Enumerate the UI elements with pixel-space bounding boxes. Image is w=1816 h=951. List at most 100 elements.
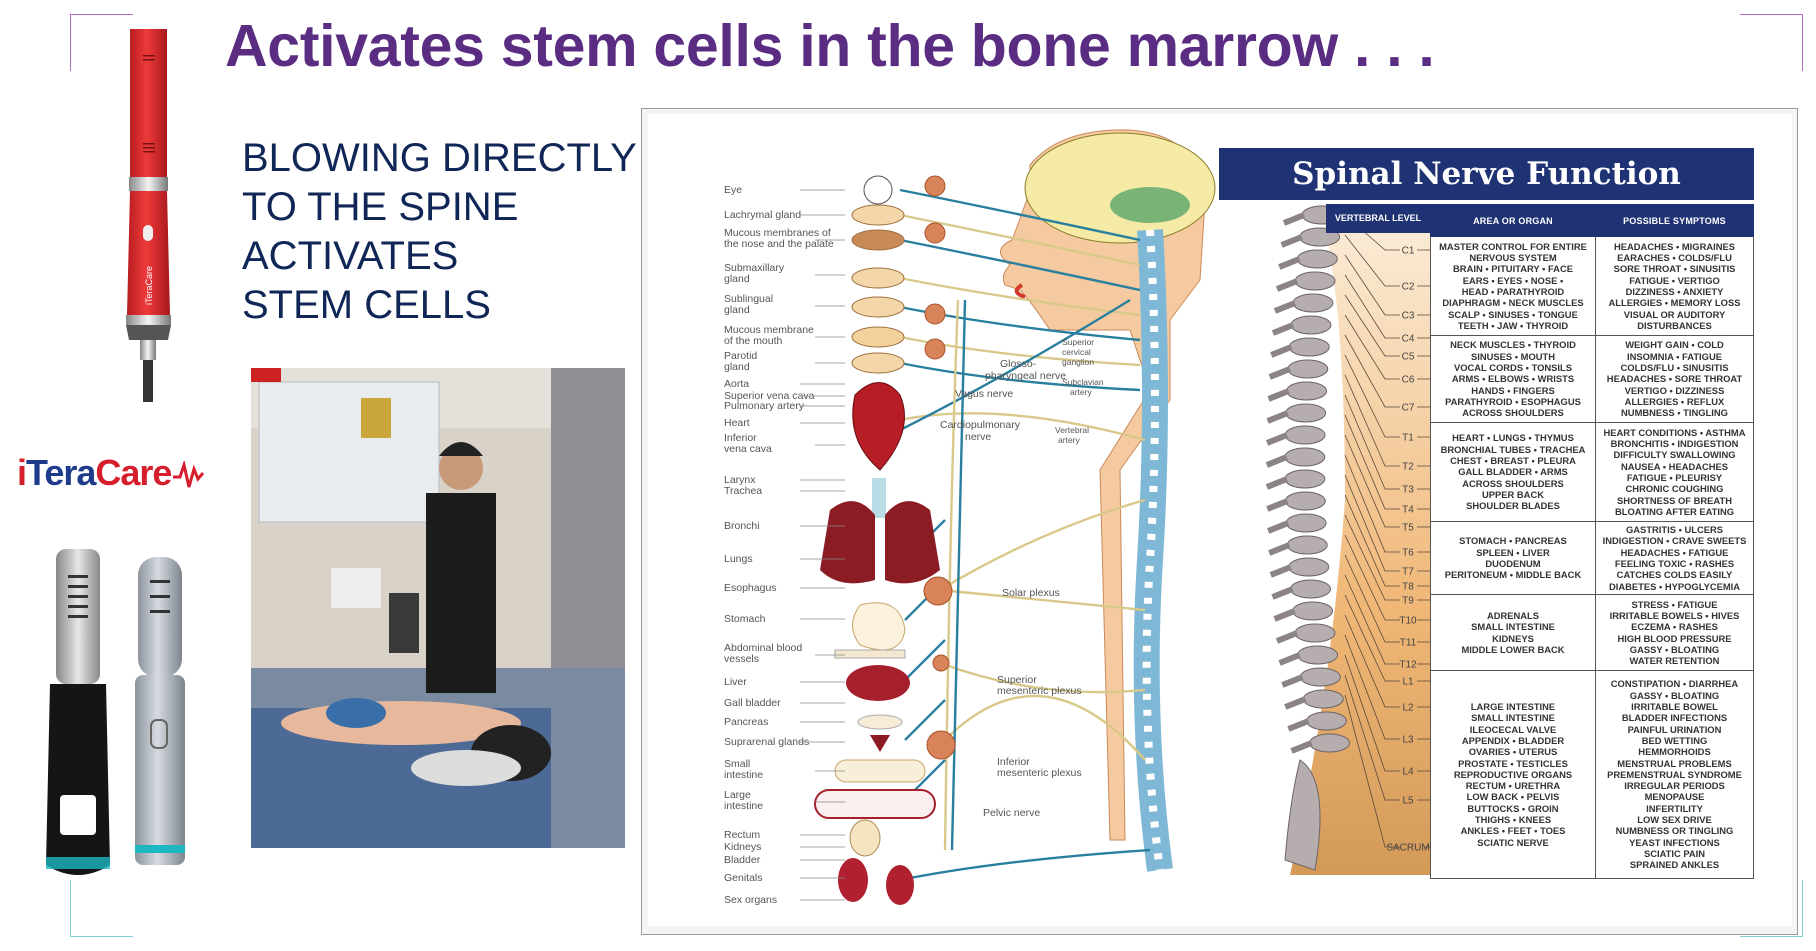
- symptoms-line: NAUSEA • HEADACHES: [1620, 460, 1729, 472]
- pelvic-nerve-label: Pelvic nerve: [983, 807, 1040, 819]
- kidney-organ: [849, 819, 881, 857]
- area-line: ANKLES • FEET • TOES: [1460, 825, 1566, 837]
- anatomy-label: Lungs: [724, 553, 753, 565]
- spinous-process: [1265, 432, 1289, 446]
- level-line: [1344, 574, 1430, 665]
- anatomy-label: gland: [724, 273, 750, 285]
- brain-center: [1110, 187, 1190, 223]
- anatomy-label: intestine: [724, 769, 763, 781]
- anatomy-label: Mucous membranes of: [724, 227, 831, 239]
- nerve: [899, 361, 1141, 392]
- spinous-process: [1275, 630, 1299, 644]
- corner-bracket-top-left: [70, 14, 133, 71]
- vertebral-level-label: T12: [1399, 660, 1417, 671]
- anatomy-label: Genitals: [724, 872, 763, 884]
- vessel-organ: [834, 649, 906, 659]
- trachea-organ: [872, 478, 886, 518]
- vertebral-level-label: L5: [1402, 796, 1414, 807]
- cardiopulmonary-label: Cardiopulmonary: [940, 419, 1021, 431]
- area-line: ACROSS SHOULDERS: [1462, 477, 1564, 489]
- ganglion: [924, 303, 946, 325]
- area-line: SCIATIC NERVE: [1477, 836, 1549, 848]
- pancreas-organ: [857, 714, 903, 730]
- vertebral-level-label: C6: [1402, 375, 1415, 386]
- symptoms-line: FATIGUE • PLEURISY: [1626, 472, 1723, 483]
- area-line: SMALL INTESTINE: [1471, 621, 1555, 633]
- spinous-process: [1282, 212, 1306, 226]
- ganglion: [926, 730, 956, 760]
- brain: [1024, 132, 1216, 244]
- ganglion: [924, 222, 946, 244]
- superior-cervical-ganglion-label: Superior: [1062, 337, 1094, 347]
- anatomy-label: Liver: [724, 676, 747, 688]
- symptoms-line: GASSY • BLOATING: [1629, 689, 1720, 701]
- vertebral-level-label: C1: [1402, 246, 1415, 257]
- level-line: [1344, 254, 1430, 316]
- spinous-process: [1281, 674, 1304, 688]
- logo-text: Tera: [26, 452, 96, 493]
- superior-mesenteric-label: Superior: [997, 674, 1037, 686]
- small-intestine-organ: [834, 759, 926, 783]
- anatomy-label: Gall bladder: [724, 697, 781, 709]
- symptoms-line: GASTRITIS • ULCERS: [1625, 524, 1724, 536]
- anatomy-label: Small: [724, 758, 750, 770]
- spinous-process: [1265, 476, 1288, 490]
- symptoms-line: DIABETES • HYPOGLYCEMIA: [1608, 580, 1741, 592]
- symptoms-line: ECZEMA • RASHES: [1631, 621, 1718, 633]
- area-line: ACROSS SHOULDERS: [1462, 407, 1564, 419]
- vertebral-level-label: SACRUM: [1386, 843, 1429, 854]
- nerve: [939, 661, 1146, 694]
- level-line: [1344, 434, 1430, 528]
- level-line: [1344, 474, 1430, 572]
- nerve: [904, 639, 946, 681]
- vertebra: [1305, 711, 1347, 731]
- heart-organ: [852, 382, 905, 471]
- vertebra: [1297, 645, 1339, 665]
- anatomy-label: Trachea: [724, 485, 762, 497]
- nerve: [899, 298, 1131, 432]
- corner-bracket-bottom-right: [1740, 880, 1803, 937]
- vertebral-level-label: T10: [1399, 616, 1417, 627]
- anatomy-label: Bronchi: [724, 520, 760, 532]
- vertebra: [1284, 447, 1326, 467]
- logo-wave-icon: [173, 459, 205, 488]
- device-brand-text: iTeraCare: [144, 266, 154, 305]
- area-line: TEETH • JAW • THYROID: [1457, 319, 1569, 331]
- symptoms-line: BED WETTING: [1641, 734, 1708, 746]
- symptoms-line: INDIGESTION • CRAVE SWEETS: [1602, 535, 1747, 547]
- anatomy-label: Mucous membrane: [724, 324, 814, 336]
- gland-organ: [851, 352, 905, 374]
- inferior-mesenteric-label: mesenteric plexus: [997, 767, 1082, 779]
- symptoms-line: WATER RETENTION: [1629, 655, 1720, 667]
- symptoms-line: SPRAINED ANKLES: [1629, 859, 1720, 871]
- area-line: ADRENALS: [1486, 609, 1540, 621]
- symptoms-line: ALLERGIES • MEMORY LOSS: [1608, 297, 1741, 309]
- gland-organ: [851, 326, 905, 348]
- anatomy-label: Large: [724, 789, 751, 801]
- nerve: [904, 699, 946, 741]
- area-line: GALL BLADDER • ARMS: [1458, 466, 1568, 478]
- vertebral-level-label: C5: [1402, 352, 1415, 363]
- anatomy-label: intestine: [724, 800, 763, 812]
- superior-cervical-ganglion-label: cervical: [1062, 347, 1091, 357]
- area-line: ARMS • ELBOWS • WRISTS: [1451, 373, 1575, 385]
- level-line: [1344, 454, 1430, 553]
- area-line: NECK MUSCLES • THYROID: [1450, 339, 1576, 351]
- nerve-lines: [899, 188, 1151, 882]
- vertebra: [1294, 271, 1336, 291]
- sex-organ: [886, 865, 914, 905]
- ganglion: [923, 576, 953, 606]
- symptoms-line: GASSY • BLOATING: [1629, 643, 1720, 655]
- symptoms-line: EARACHES • COLDS/FLU: [1617, 252, 1732, 264]
- symptoms-line: HIGH BLOOD PRESSURE: [1617, 632, 1732, 644]
- spinous-process: [1266, 410, 1289, 424]
- spinous-process: [1284, 696, 1307, 710]
- area-header: AREA OR ORGAN: [1430, 204, 1596, 237]
- area-line: SINUSES • MOUTH: [1470, 350, 1556, 362]
- level-line: [1344, 374, 1430, 467]
- nerve: [950, 299, 967, 851]
